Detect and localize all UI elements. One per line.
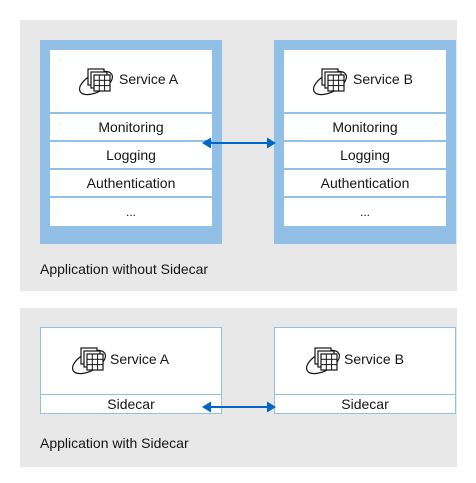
service-cube-icon	[71, 347, 107, 375]
service-b-label: Service B	[353, 71, 413, 87]
service-a-label: Service A	[119, 71, 179, 87]
double-arrow-icon	[202, 401, 276, 413]
service-b-sidecar-box: Service B Sidecar	[274, 327, 456, 414]
service-b-header: Service B	[275, 328, 455, 394]
service-b-stack: Service B Monitoring Logging Authenticat…	[274, 40, 456, 244]
service-b-monitoring: Monitoring	[284, 114, 446, 140]
service-cube-icon	[312, 68, 348, 96]
service-a-logging: Logging	[50, 142, 212, 168]
service-a-header: Service A	[50, 50, 212, 112]
caption-without-sidecar: Application without Sidecar	[40, 261, 209, 277]
service-a-more: ...	[50, 198, 212, 226]
service-cube-icon	[78, 68, 114, 96]
service-b-more: ...	[284, 198, 446, 226]
service-b-label: Service B	[344, 351, 404, 367]
service-b-authentication: Authentication	[284, 170, 446, 196]
service-a-stack: Service A Monitoring Logging Authenticat…	[40, 40, 222, 244]
service-a-monitoring: Monitoring	[50, 114, 212, 140]
service-a-sidecar-box: Service A Sidecar	[40, 327, 222, 414]
service-a-sidecar: Sidecar	[41, 395, 221, 413]
service-b-header: Service B	[284, 50, 446, 112]
service-a-authentication: Authentication	[50, 170, 212, 196]
service-a-label: Service A	[110, 351, 170, 367]
double-arrow-icon	[202, 137, 276, 149]
service-a-header: Service A	[41, 328, 221, 394]
service-b-sidecar: Sidecar	[275, 395, 455, 413]
service-cube-icon	[305, 347, 341, 375]
service-b-logging: Logging	[284, 142, 446, 168]
caption-with-sidecar: Application with Sidecar	[40, 435, 189, 451]
